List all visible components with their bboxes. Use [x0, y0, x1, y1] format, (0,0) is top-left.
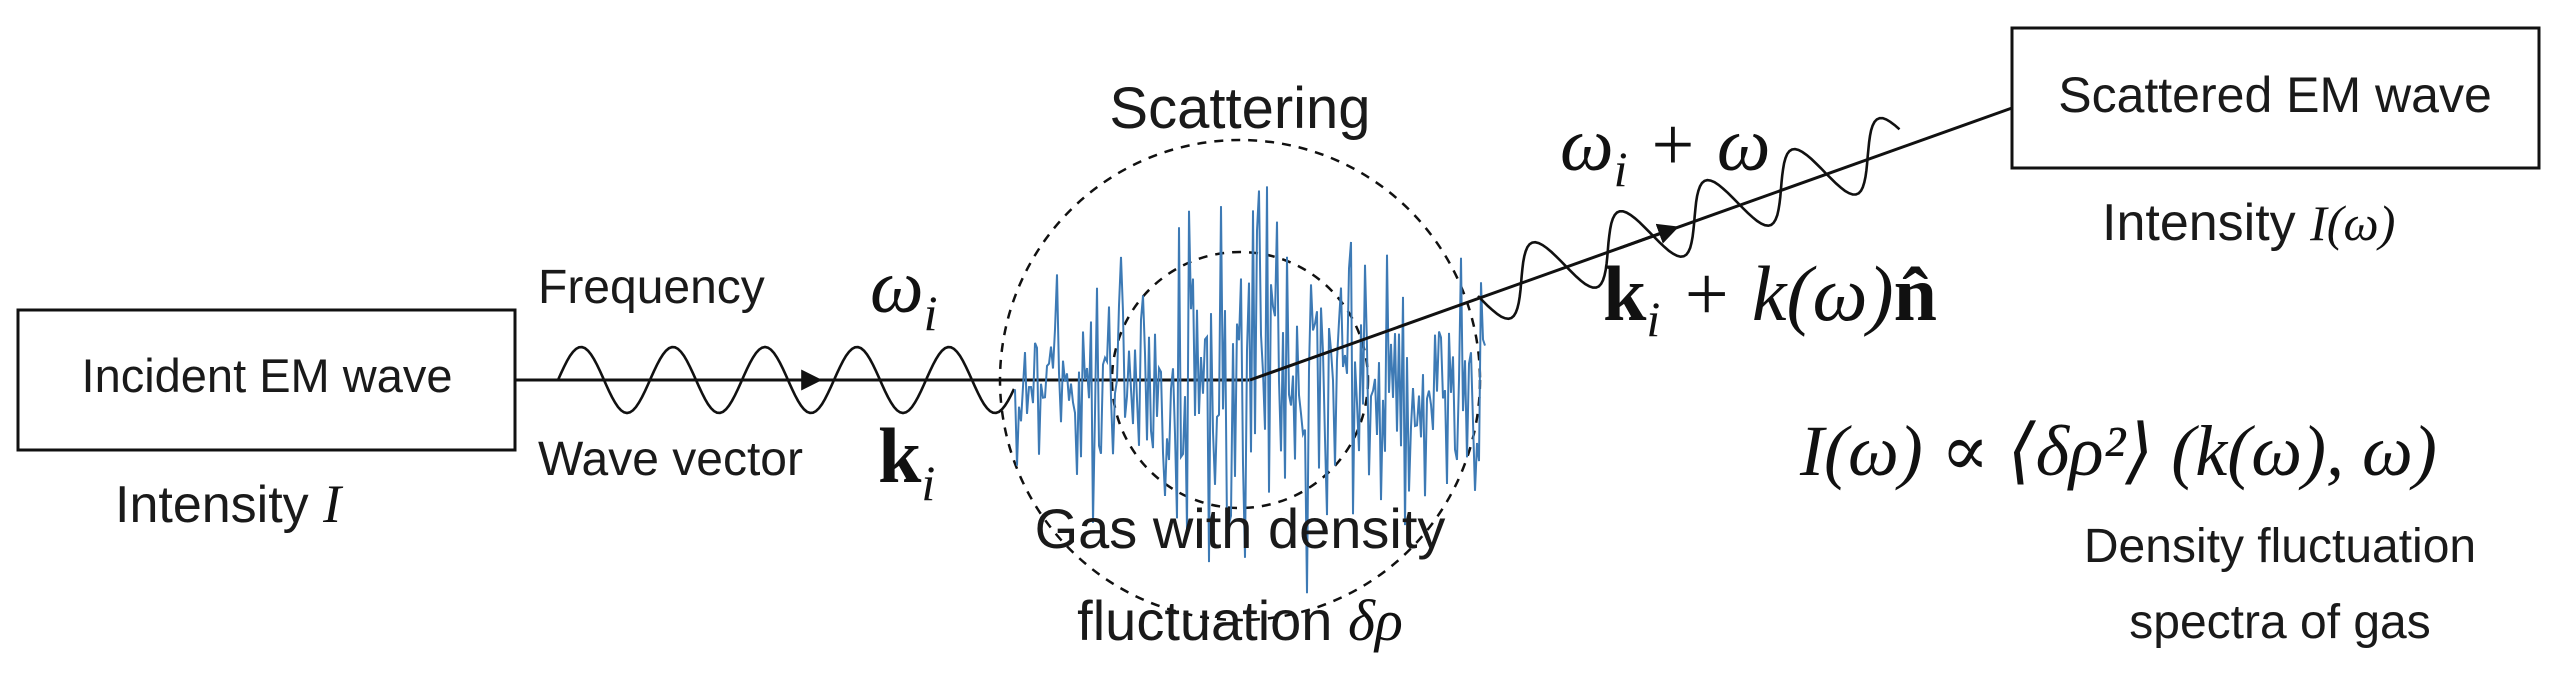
incident-frequency-symbol: ωi — [870, 245, 938, 341]
formula-caption-line1: Density fluctuation — [2084, 520, 2476, 573]
frequency-label: Frequency — [538, 261, 765, 314]
scattered-frequency-symbol: ωi + ω — [1560, 103, 1771, 197]
wave-vector-label: Wave vector — [538, 433, 803, 486]
gas-density-label-line1: Gas with density — [1035, 497, 1446, 560]
incident-wavevector-symbol: ki — [878, 412, 935, 511]
scattered-beam-arrow — [1619, 223, 1679, 250]
incident-wave-label: Incident EM wave — [82, 349, 453, 402]
intensity-formula: I(ω) ∝ ⟨δρ²⟩ (k(ω), ω) — [1799, 411, 2437, 491]
density-fluctuation-noise — [1014, 186, 1486, 594]
scattered-wave-label: Scattered EM wave — [2058, 67, 2492, 123]
scattered-wave-curve — [1477, 116, 1901, 321]
scattered-intensity-label: Intensity I(ω) — [2102, 194, 2395, 252]
scattering-label: Scattering — [1109, 76, 1370, 141]
formula-caption-line2: spectra of gas — [2129, 596, 2431, 649]
incident-wave-curve — [556, 345, 1016, 415]
scattered-wavevector-symbol: ki + k(ω)n̂ — [1603, 250, 1937, 347]
gas-density-label-line2: fluctuation δρ — [1077, 588, 1403, 653]
scattered-wave-box — [2010, 26, 2541, 170]
incident-intensity-label: Intensity I — [115, 474, 344, 534]
